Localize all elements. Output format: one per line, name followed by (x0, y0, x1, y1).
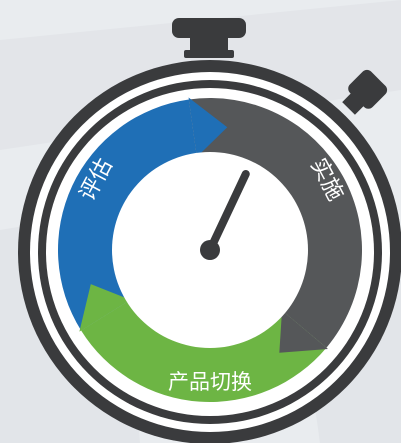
segment-implement (188, 98, 362, 348)
arrow-tip-switch (79, 284, 131, 332)
side-button (342, 69, 388, 115)
segment-assess (58, 99, 197, 331)
segment-label-switch: 产品切换 (168, 370, 252, 394)
hand-pivot (200, 240, 220, 260)
segment-switch (81, 300, 327, 402)
crown-button (172, 18, 246, 58)
arrow-tip-assess (188, 97, 228, 157)
arrow-tip-implement (279, 310, 328, 353)
watch-hand (200, 169, 250, 260)
